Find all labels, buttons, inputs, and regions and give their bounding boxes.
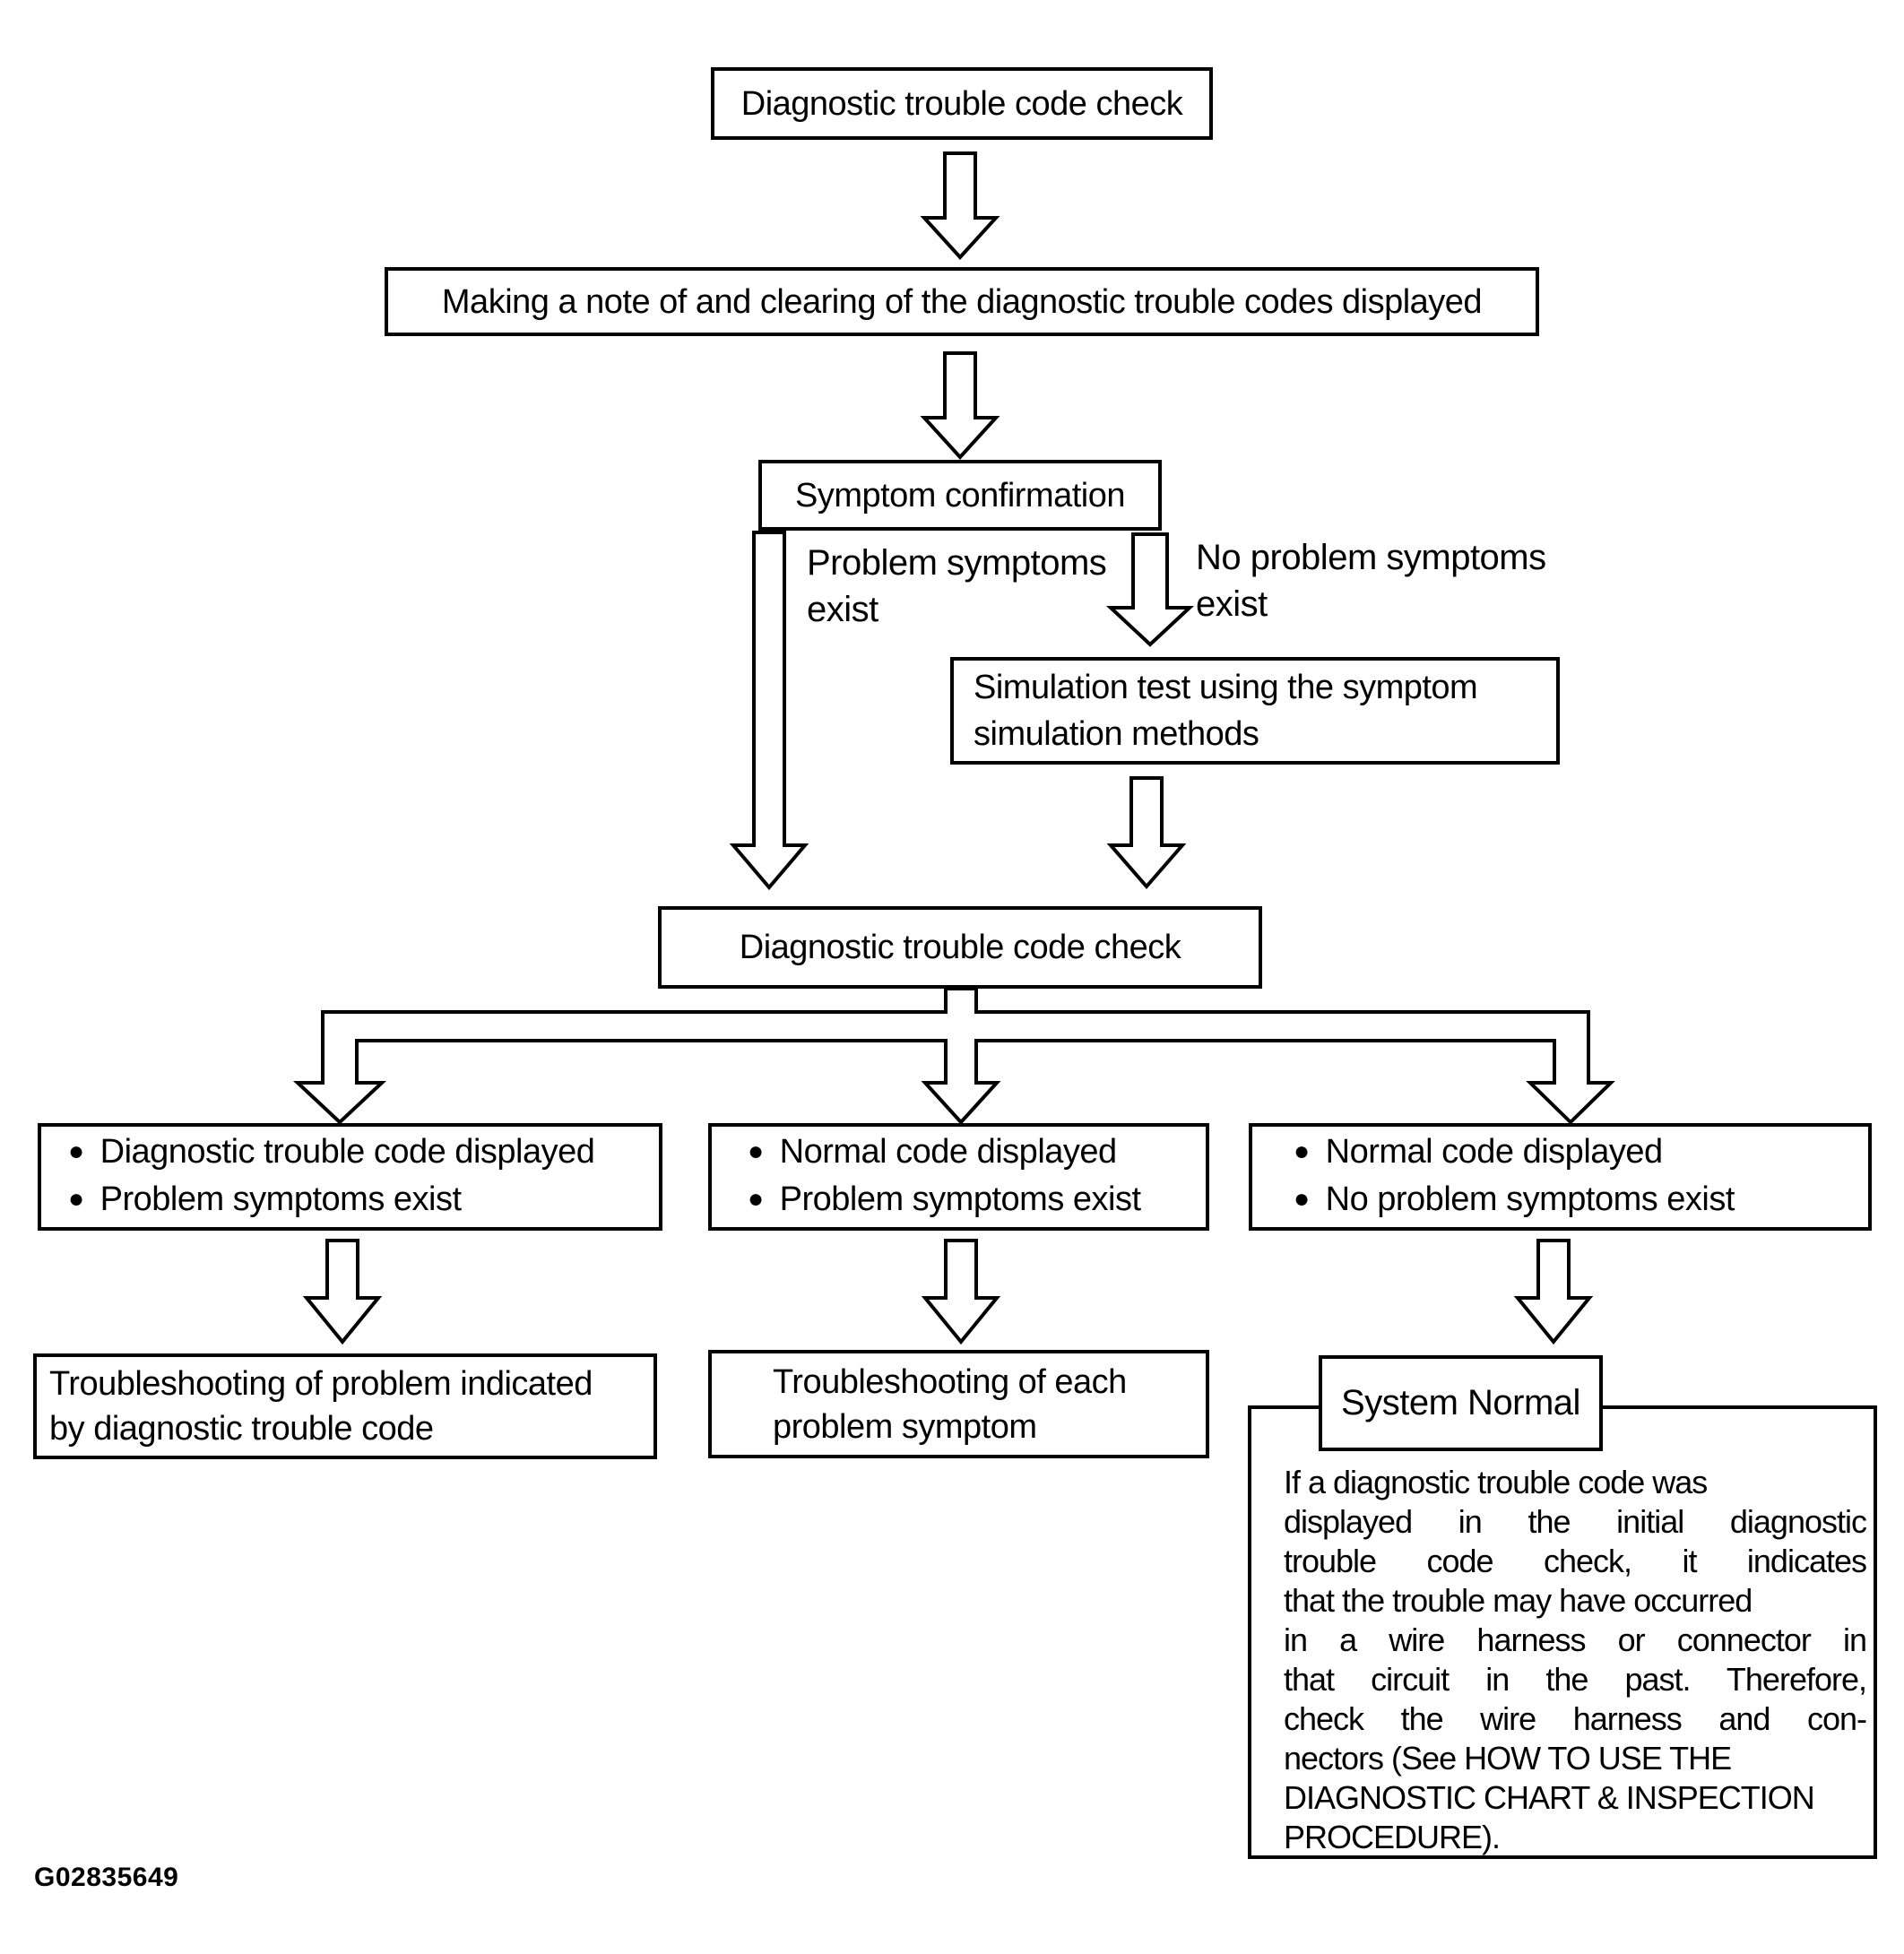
node-dtc-check-top: Diagnostic trouble code check bbox=[711, 67, 1213, 140]
node-dtc-check-second: Diagnostic trouble code check bbox=[658, 906, 1262, 989]
node-dtc-check-top-label: Diagnostic trouble code check bbox=[740, 84, 1183, 123]
result-left-line2: ● Problem symptoms exist bbox=[68, 1177, 659, 1224]
action-middle-line2: problem symptom bbox=[773, 1407, 1037, 1446]
node-symptom-confirmation: Symptom confirmation bbox=[758, 460, 1162, 531]
arrow-result-right bbox=[1513, 1239, 1594, 1345]
system-normal-box: System Normal bbox=[1319, 1355, 1603, 1451]
action-box-left: Troubleshooting of problem indicated by … bbox=[33, 1353, 657, 1459]
result-middle-line2: ● Problem symptoms exist bbox=[748, 1177, 1206, 1224]
arrow-simulation-to-check bbox=[1106, 776, 1187, 890]
arrow-top-1 bbox=[920, 151, 1000, 260]
node-note-and-clear: Making a note of and clearing of the dia… bbox=[385, 267, 1539, 336]
result-box-middle: ● Normal code displayed ● Problem sympto… bbox=[708, 1123, 1209, 1231]
bullet-icon: ● bbox=[1294, 1184, 1310, 1214]
branch-connector bbox=[292, 987, 1615, 1125]
bullet-icon: ● bbox=[748, 1137, 764, 1166]
system-normal-title: System Normal bbox=[1341, 1383, 1580, 1422]
label-problem-symptoms-exist: Problem symptoms exist bbox=[807, 543, 1107, 629]
result-middle-line1: ● Normal code displayed bbox=[748, 1129, 1206, 1177]
arrow-top-2 bbox=[920, 351, 1000, 460]
node-symptom-confirmation-label: Symptom confirmation bbox=[794, 476, 1126, 514]
action-left-line1: Troubleshooting of problem indicated bbox=[49, 1365, 593, 1403]
node-note-and-clear-label: Making a note of and clearing of the dia… bbox=[441, 282, 1483, 321]
arrow-no-problem-symptoms bbox=[1105, 532, 1195, 647]
node-simulation-test-line1: Simulation test using the symptom bbox=[974, 669, 1478, 706]
bullet-icon: ● bbox=[68, 1137, 84, 1166]
bullet-icon: ● bbox=[1294, 1137, 1310, 1166]
result-right-line2: ● No problem symptoms exist bbox=[1294, 1177, 1868, 1224]
bullet-icon: ● bbox=[68, 1184, 84, 1214]
action-left-line2: by diagnostic trouble code bbox=[49, 1410, 434, 1448]
system-normal-note-box bbox=[1248, 1405, 1877, 1859]
figure-code: G02835649 bbox=[34, 1863, 179, 1892]
result-box-left: ● Diagnostic trouble code displayed ● Pr… bbox=[38, 1123, 662, 1231]
result-box-right: ● Normal code displayed ● No problem sym… bbox=[1249, 1123, 1872, 1231]
result-left-line1: ● Diagnostic trouble code displayed bbox=[68, 1129, 659, 1177]
system-normal-note: If a diagnostic trouble code was display… bbox=[1284, 1464, 1867, 1855]
arrow-problem-symptoms bbox=[729, 531, 809, 891]
node-simulation-test-line2: simulation methods bbox=[974, 715, 1259, 753]
action-middle-line1: Troubleshooting of each bbox=[773, 1362, 1127, 1401]
action-box-middle: Troubleshooting of each problem symptom bbox=[708, 1350, 1209, 1458]
node-dtc-check-second-label: Diagnostic trouble code check bbox=[739, 929, 1181, 966]
arrow-result-middle bbox=[921, 1239, 1001, 1345]
bullet-icon: ● bbox=[748, 1184, 764, 1214]
result-right-line1: ● Normal code displayed bbox=[1294, 1129, 1868, 1177]
arrow-result-left bbox=[302, 1239, 383, 1345]
label-no-problem-symptoms-exist: No problem symptoms exist bbox=[1196, 538, 1546, 624]
node-simulation-test: Simulation test using the symptom simula… bbox=[950, 657, 1560, 765]
